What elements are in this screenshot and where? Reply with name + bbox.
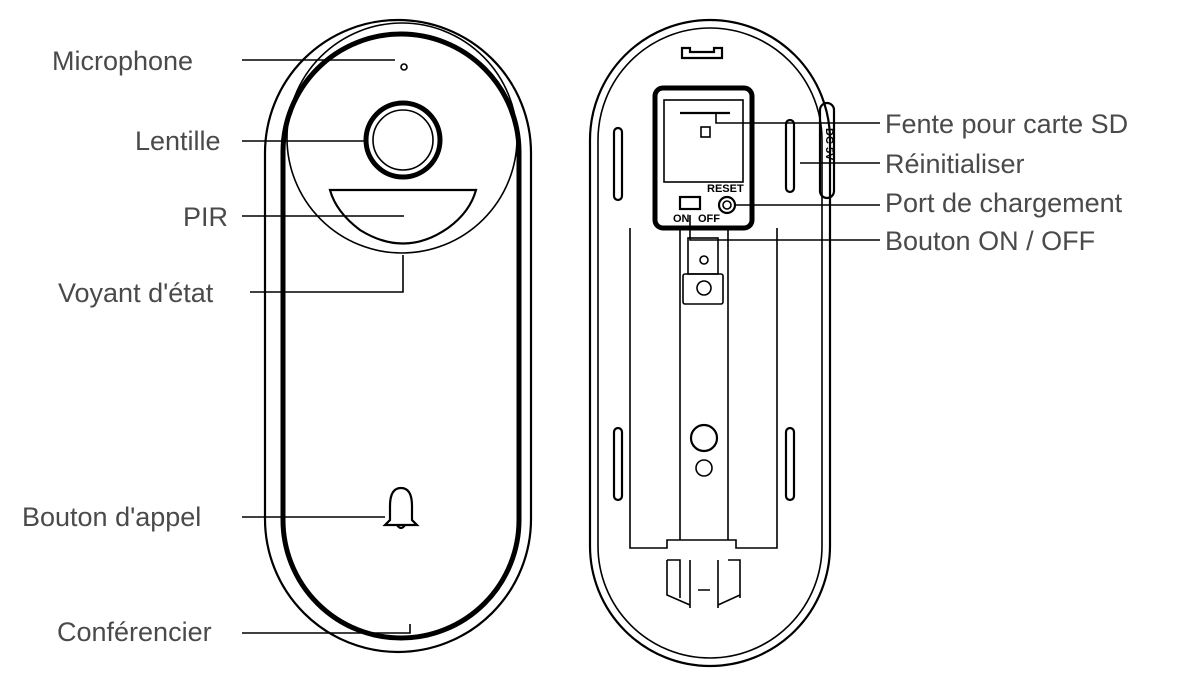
top-clip bbox=[680, 46, 724, 60]
label-charging-port: Port de chargement bbox=[885, 188, 1123, 218]
off-marking: OFF bbox=[698, 213, 720, 225]
reset-marking: RESET bbox=[707, 183, 744, 195]
mount-slot bbox=[784, 426, 796, 502]
reset-button bbox=[717, 195, 737, 215]
label-on-off-button: Bouton ON / OFF bbox=[885, 226, 1095, 256]
label-reset: Réinitialiser bbox=[885, 149, 1025, 179]
sd-card-slot bbox=[663, 99, 744, 183]
back-inner-shell bbox=[597, 27, 823, 659]
label-sd-slot: Fente pour carte SD bbox=[885, 109, 1128, 139]
label-lens: Lentille bbox=[135, 126, 221, 156]
camera-module-circle bbox=[286, 22, 518, 254]
mount-slot bbox=[612, 426, 624, 502]
mount-slot bbox=[784, 118, 796, 194]
dc-marking: DC 5V bbox=[823, 128, 835, 161]
label-status-light: Voyant d'état bbox=[58, 278, 214, 308]
back-outer-shell bbox=[588, 18, 832, 668]
on-marking: ON bbox=[673, 213, 690, 225]
sd-card-icon bbox=[700, 126, 711, 138]
lens-icon bbox=[363, 100, 443, 180]
lens-inner bbox=[372, 109, 434, 171]
front-device bbox=[263, 18, 533, 654]
sd-compartment bbox=[652, 85, 755, 231]
label-microphone: Microphone bbox=[52, 46, 193, 76]
front-outer-shell bbox=[263, 18, 533, 654]
on-off-switch bbox=[678, 195, 702, 211]
side-port-cover bbox=[818, 101, 836, 200]
mount-slot bbox=[612, 126, 624, 202]
back-device: DC 5V RESET ON OFF bbox=[588, 18, 836, 668]
label-call-button: Bouton d'appel bbox=[22, 502, 201, 532]
microphone-hole bbox=[400, 63, 408, 71]
front-inner-border bbox=[280, 31, 522, 641]
bell-icon bbox=[382, 486, 420, 530]
label-pir: PIR bbox=[183, 202, 228, 232]
label-speaker: Conférencier bbox=[57, 617, 212, 647]
screw-hole bbox=[689, 423, 719, 453]
pir-sensor bbox=[328, 188, 478, 245]
